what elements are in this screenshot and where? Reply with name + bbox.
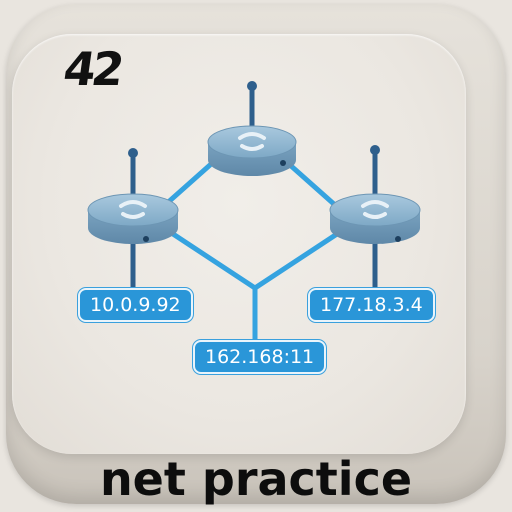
caption-title: net practice bbox=[99, 452, 413, 506]
keycap-top-face bbox=[12, 34, 466, 454]
link-right-hub bbox=[252, 229, 343, 291]
router-top bbox=[207, 81, 297, 176]
ip-label-bottom: 162.168:11 bbox=[193, 340, 327, 374]
link-top-right bbox=[287, 162, 338, 208]
router-right bbox=[329, 145, 421, 244]
ip-label-right: 177.18.3.4 bbox=[308, 288, 435, 322]
link-left-hub bbox=[167, 229, 258, 291]
link-top-left bbox=[162, 162, 213, 208]
network-links bbox=[162, 162, 343, 343]
router-drop-cables bbox=[130, 237, 378, 291]
router-left bbox=[87, 148, 179, 244]
ip-label-left: 10.0.9.92 bbox=[78, 288, 193, 322]
